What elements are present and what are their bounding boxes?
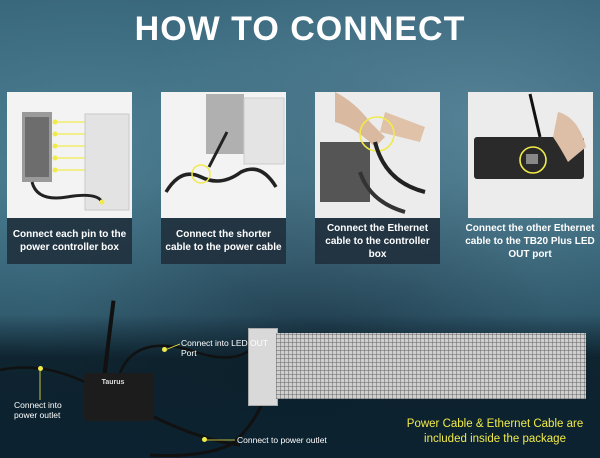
step-card-3: Connect the Ethernet cable to the contro…	[315, 92, 440, 264]
power-cable-illustration	[164, 94, 285, 193]
controller-box: Taurus	[84, 373, 154, 421]
package-note: Power Cable & Ethernet Cable are include…	[406, 418, 584, 445]
step-3-caption: Connect the Ethernet cable to the contro…	[315, 218, 440, 264]
step-card-1: Connect each pin to the power controller…	[7, 92, 132, 264]
power-outlet-marker-bottom	[202, 437, 207, 442]
power-outlet-label-left: Connect into power outlet	[14, 400, 62, 420]
ethernet-connection-illustration	[320, 92, 426, 214]
led-out-marker	[162, 347, 167, 352]
page-title: HOW TO CONNECT	[134, 10, 466, 48]
step-2-caption: Connect the shorter cable to the power c…	[161, 218, 286, 264]
pin-connection-illustration	[22, 112, 130, 211]
controller-logo: Taurus	[101, 379, 125, 386]
step-card-2: Connect the shorter cable to the power c…	[161, 92, 286, 264]
step-1-photo	[7, 92, 132, 218]
power-outlet-marker-left	[38, 366, 43, 371]
led-panel	[276, 333, 586, 399]
step-1-caption: Connect each pin to the power controller…	[7, 218, 132, 264]
led-out-port-illustration	[474, 93, 586, 179]
step-4-caption: Connect the other Ethernet cable to the …	[465, 223, 595, 260]
led-out-label: Connect into LED OUT Port	[181, 338, 268, 358]
step-4-photo	[468, 92, 593, 218]
step-3-photo	[315, 92, 440, 218]
step-2-photo	[161, 92, 286, 218]
step-card-4: Connect the other Ethernet cable to the …	[465, 92, 595, 264]
power-outlet-label-bottom: Connect to power outlet	[237, 435, 327, 445]
